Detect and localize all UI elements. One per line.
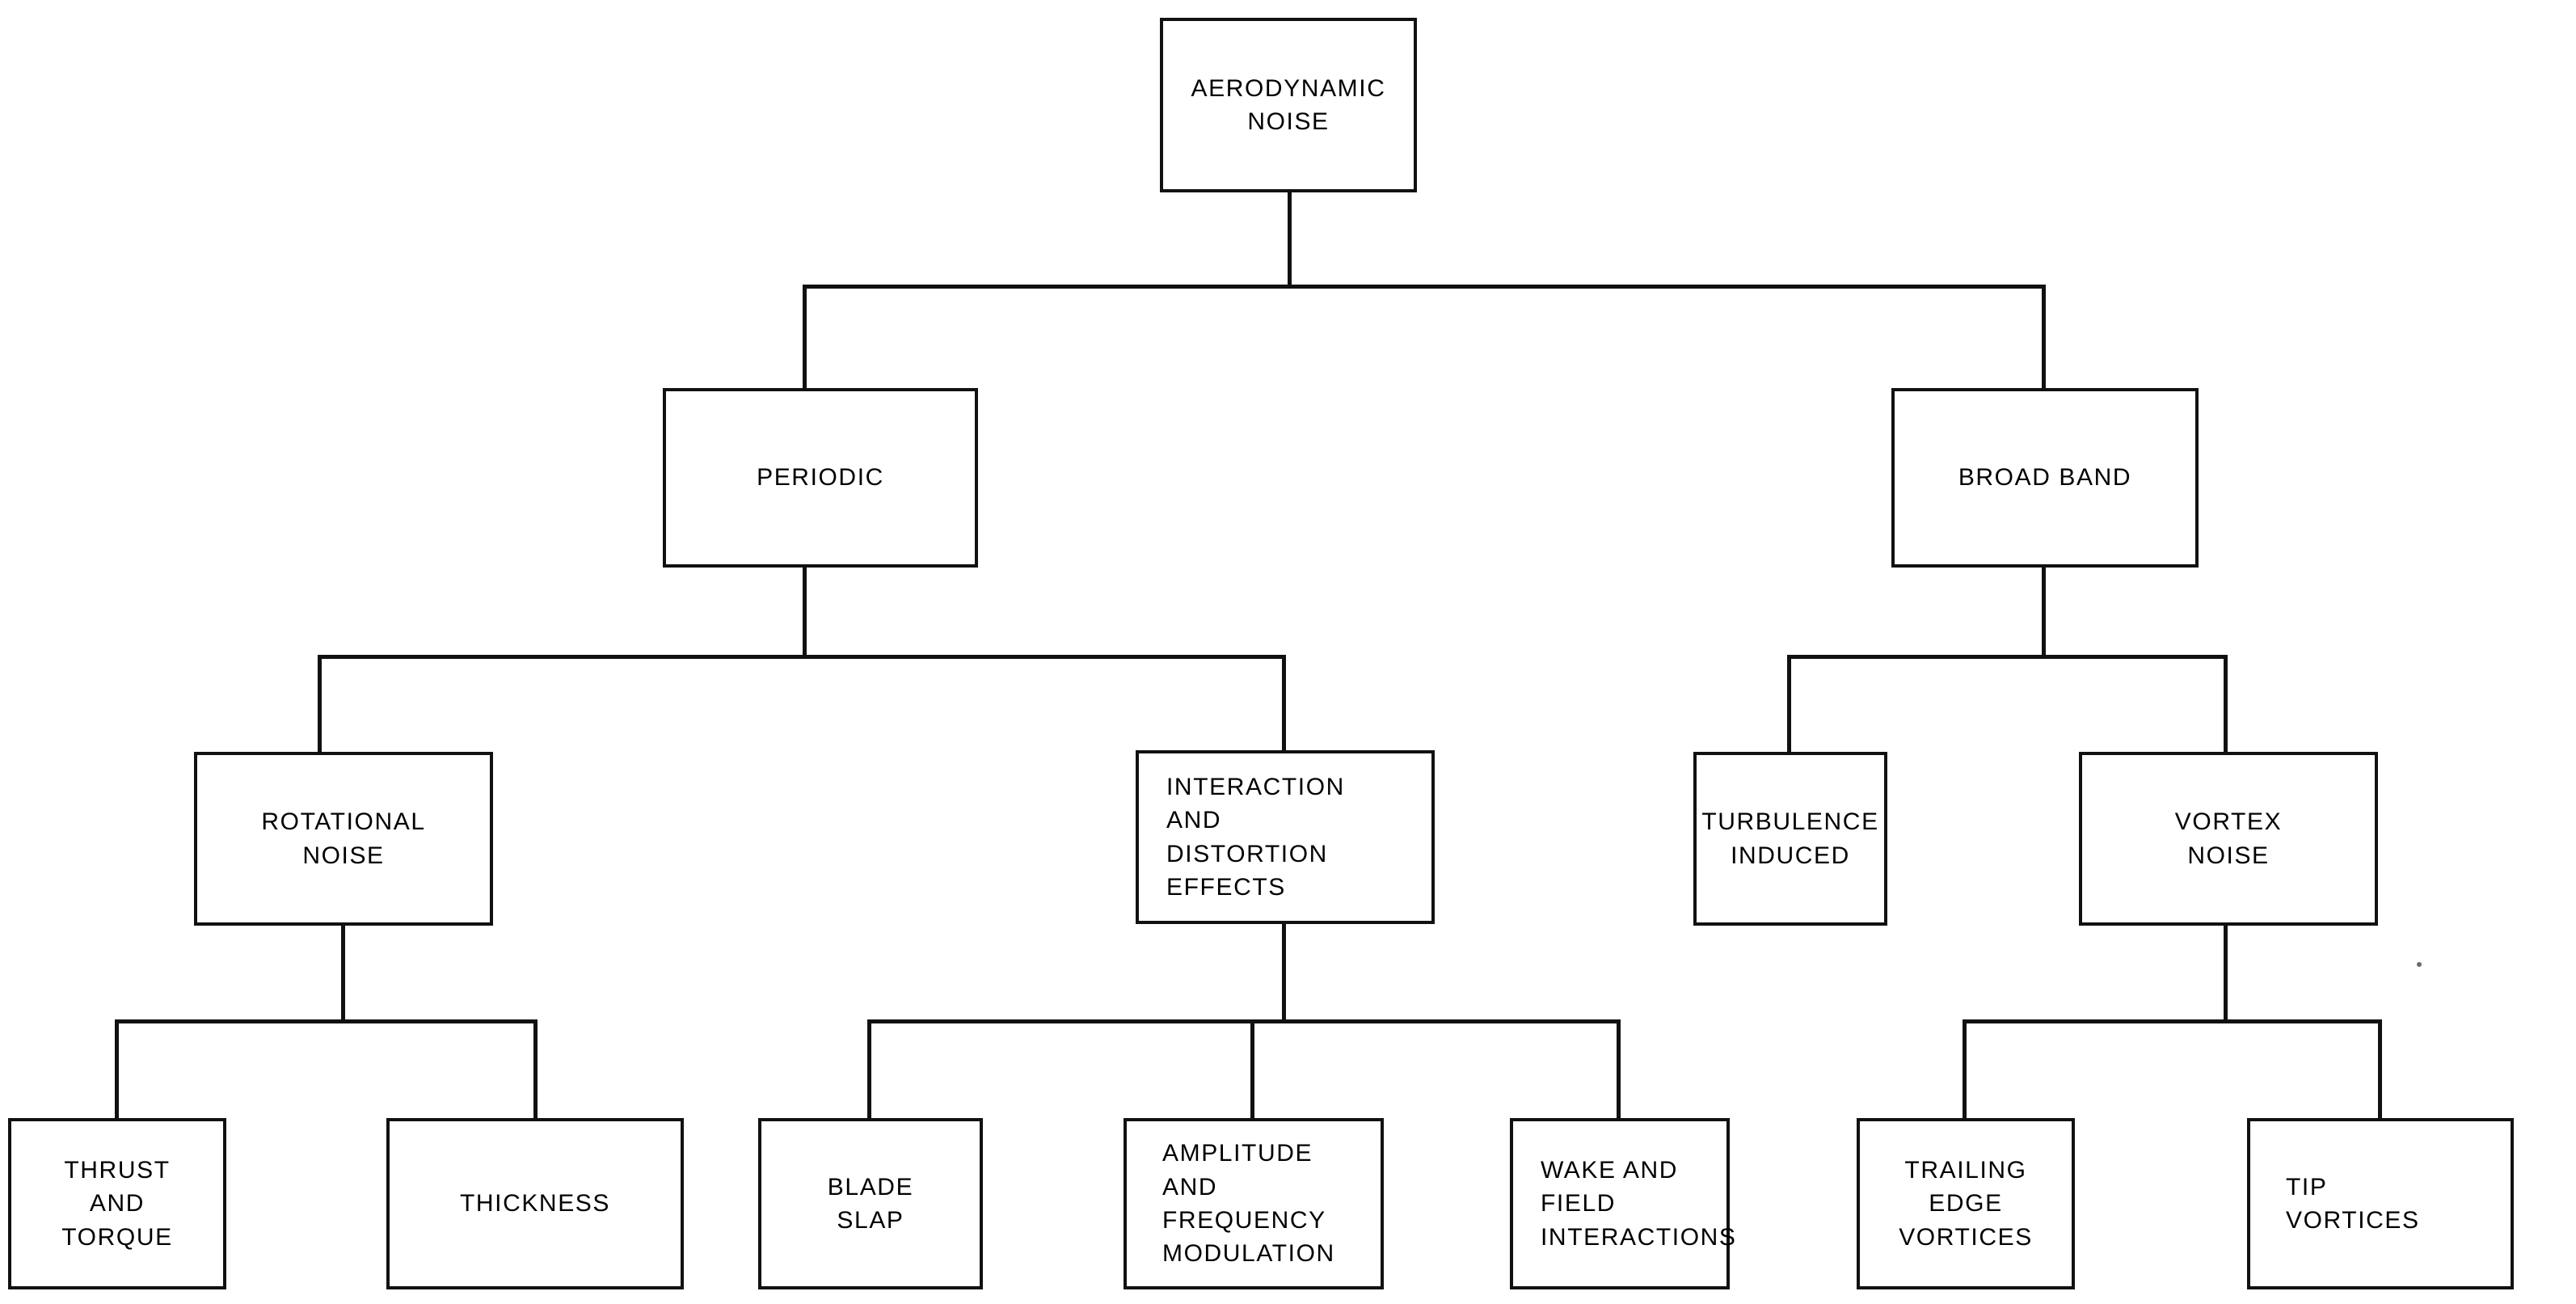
node-label: THRUST AND TORQUE <box>61 1156 173 1251</box>
node-label: ROTATIONAL NOISE <box>261 808 426 869</box>
edge-broad-band-stem <box>2042 566 2046 658</box>
edge-vortex-noise-to-trailing-edge-vortices <box>1963 1019 1967 1120</box>
node-label: AMPLITUDE AND FREQUENCY MODULATION <box>1162 1140 1335 1268</box>
node-label: BROAD BAND <box>1958 464 2132 492</box>
edge-periodic-bus <box>318 655 1286 659</box>
node-thickness[interactable]: THICKNESS <box>386 1118 684 1289</box>
edge-root-to-periodic <box>803 285 807 390</box>
node-label: VORTEX NOISE <box>2174 808 2283 869</box>
node-label: TIP VORTICES <box>2286 1173 2420 1234</box>
node-label: AERODYNAMIC NOISE <box>1191 74 1386 135</box>
edge-broad-band-to-turbulence-induced <box>1787 655 1791 753</box>
edge-interaction-bus <box>867 1019 1621 1023</box>
node-broad-band[interactable]: BROAD BAND <box>1891 388 2199 568</box>
node-wake-and-field-interactions[interactable]: WAKE AND FIELD INTERACTIONS <box>1510 1118 1735 1289</box>
node-label: TRAILING EDGE VORTICES <box>1899 1156 2033 1251</box>
node-blade-slap[interactable]: BLADE SLAP <box>758 1118 983 1289</box>
edge-interaction-to-blade-slap <box>867 1019 871 1120</box>
node-periodic[interactable]: PERIODIC <box>663 388 978 568</box>
node-label: BLADE SLAP <box>827 1173 914 1234</box>
edge-root-to-broad-band <box>2042 285 2046 390</box>
node-aerodynamic-noise[interactable]: AERODYNAMIC NOISE <box>1160 18 1417 192</box>
edge-root-bus <box>803 285 2045 289</box>
edge-periodic-to-rotational-noise <box>318 655 322 753</box>
node-label: INTERACTION AND DISTORTION EFFECTS <box>1166 773 1345 901</box>
edge-broad-band-to-vortex-noise <box>2224 655 2228 753</box>
edge-root-stem <box>1288 191 1292 288</box>
edge-rotational-noise-stem <box>341 924 345 1023</box>
edge-rotational-noise-to-thrust-and-torque <box>115 1019 119 1120</box>
node-label: TURBULENCE INDUCED <box>1701 808 1879 869</box>
edge-vortex-noise-to-tip-vortices <box>2378 1019 2382 1120</box>
node-interaction-and-distortion-effects[interactable]: INTERACTION AND DISTORTION EFFECTS <box>1136 750 1435 924</box>
node-label: PERIODIC <box>757 464 884 492</box>
node-thrust-and-torque[interactable]: THRUST AND TORQUE <box>8 1118 226 1289</box>
edge-interaction-to-amplitude-frequency-modulation <box>1250 1019 1254 1120</box>
edge-rotational-noise-bus <box>115 1019 538 1023</box>
scan-artifact-speck <box>2417 962 2422 967</box>
edge-vortex-noise-bus <box>1963 1019 2382 1023</box>
node-vortex-noise[interactable]: VORTEX NOISE <box>2079 752 2378 926</box>
edge-interaction-stem <box>1282 924 1286 1023</box>
node-label: WAKE AND FIELD INTERACTIONS <box>1541 1156 1737 1251</box>
edge-periodic-to-interaction-distortion <box>1282 655 1286 753</box>
node-label: THICKNESS <box>459 1190 611 1217</box>
node-rotational-noise[interactable]: ROTATIONAL NOISE <box>194 752 493 926</box>
node-turbulence-induced[interactable]: TURBULENCE INDUCED <box>1693 752 1887 926</box>
edge-periodic-stem <box>803 566 807 658</box>
edge-vortex-noise-stem <box>2224 924 2228 1023</box>
node-tip-vortices[interactable]: TIP VORTICES <box>2247 1118 2514 1289</box>
edge-broad-band-bus <box>1787 655 2228 659</box>
edge-rotational-noise-to-thickness <box>533 1019 538 1120</box>
node-amplitude-and-frequency-modulation[interactable]: AMPLITUDE AND FREQUENCY MODULATION <box>1124 1118 1384 1289</box>
node-trailing-edge-vortices[interactable]: TRAILING EDGE VORTICES <box>1857 1118 2075 1289</box>
edge-interaction-to-wake-field-interactions <box>1617 1019 1621 1120</box>
